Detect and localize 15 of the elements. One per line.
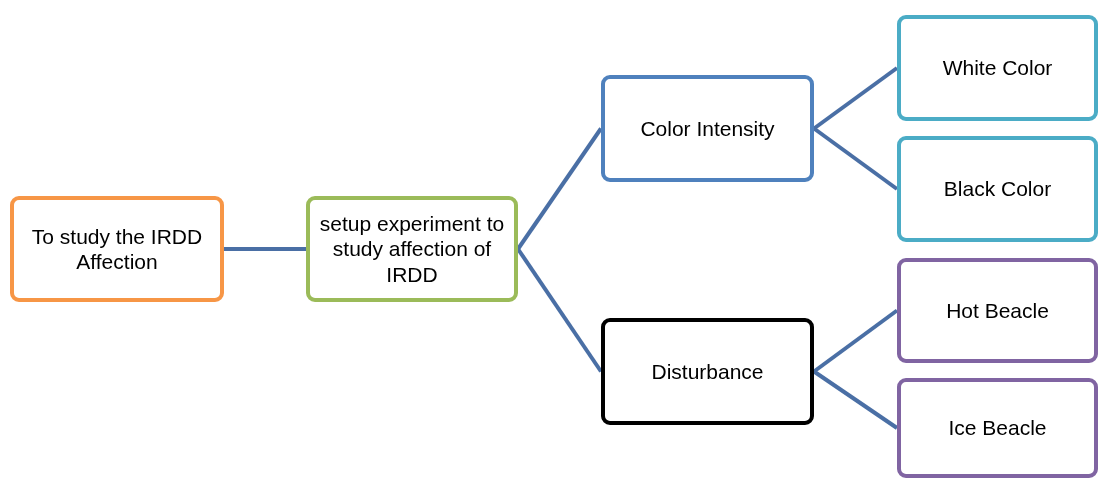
process-box: Disturbance	[601, 318, 814, 425]
connector-line	[516, 247, 603, 373]
connector-line	[812, 308, 899, 374]
process-box: To study the IRDD Affection	[10, 196, 224, 302]
process-box: Hot Beacle	[897, 258, 1098, 363]
connector-line	[812, 66, 899, 131]
process-box: Color Intensity	[601, 75, 814, 182]
connector-line	[812, 126, 899, 191]
connector-line	[516, 127, 603, 251]
connector-line	[812, 369, 899, 430]
process-box: Ice Beacle	[897, 378, 1098, 478]
process-box: Black Color	[897, 136, 1098, 242]
connector-line	[224, 247, 306, 251]
process-box: setup experiment to study affection of IRDD	[306, 196, 518, 302]
process-box: White Color	[897, 15, 1098, 121]
